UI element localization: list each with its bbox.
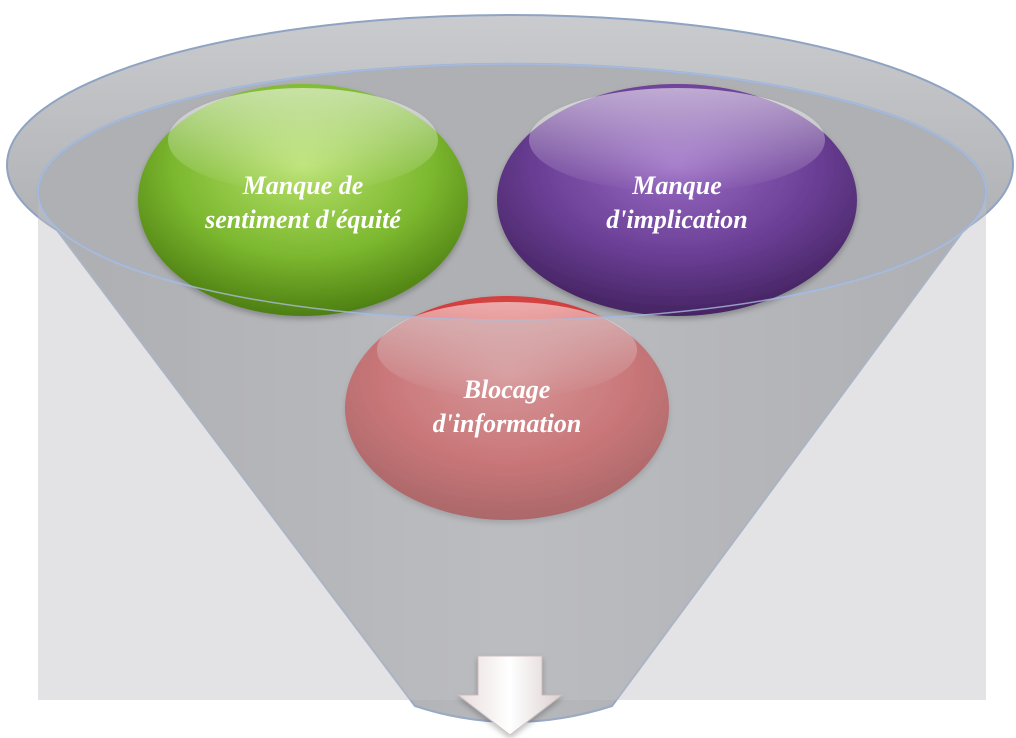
funnel-opening-edge (37, 63, 987, 321)
circle-equity (138, 84, 468, 316)
circle-involvement (497, 84, 857, 316)
down-arrow-icon (456, 655, 564, 736)
label-information-line-1: Blocage (463, 375, 551, 404)
label-equity-line-1: Manque de (242, 171, 364, 200)
label-involvement-line-1: Manque (631, 171, 722, 200)
label-equity-line-2: sentiment d'équité (204, 205, 402, 234)
label-information-line-2: d'information (433, 409, 582, 438)
circle-information (345, 296, 669, 520)
label-involvement-line-2: d'implication (606, 205, 748, 234)
funnel-lip-overlay (38, 192, 986, 700)
